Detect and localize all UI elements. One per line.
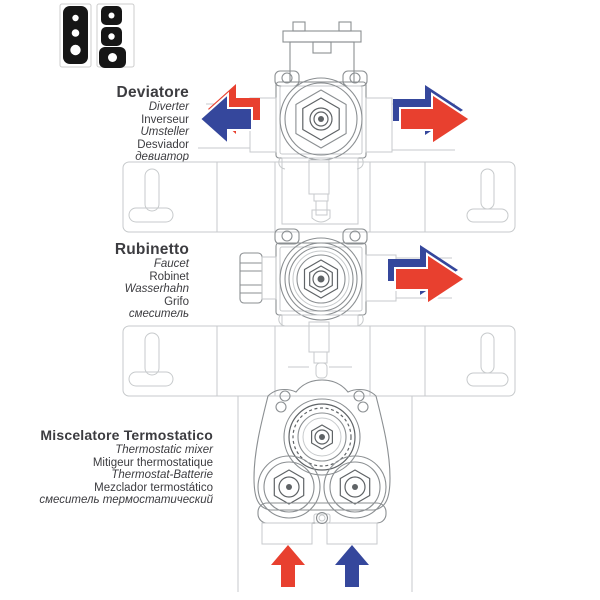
faucet-valve-drawing [239, 228, 452, 379]
trim-plate-3-dot-icon [59, 3, 92, 68]
diverter-translation: Inverseur [141, 113, 189, 126]
mixer-title: Miscelatore Termostatico [40, 427, 213, 443]
diverter-translation: Desviador [137, 138, 189, 151]
label-block-diverter: Deviatore Diverter Inverseur Umsteller D… [117, 84, 189, 164]
faucet-translation: Faucet [153, 258, 189, 270]
diverter-translation: девиатор [135, 151, 189, 164]
red-up-arrow-icon [271, 545, 305, 587]
faucet-translation: Robinet [149, 270, 189, 283]
faucet-translation: смеситель [128, 308, 189, 321]
mixer-translation: Mitigeur thermostatique [92, 456, 213, 469]
label-block-faucet: Rubinetto Faucet Robinet Wasserhahn Grif… [115, 241, 189, 321]
mixer-translation: Mezclador termostático [94, 481, 213, 494]
mixer-translation: смеситель термостатический [39, 494, 213, 507]
label-block-mixer: Miscelatore Termostatico Thermostatic mi… [39, 427, 213, 507]
diverter-translation: Diverter [148, 101, 189, 113]
dual-arrow-right-icon [388, 245, 467, 306]
wall-plate-lower [122, 325, 516, 397]
diverter-title: Deviatore [116, 84, 189, 101]
diverter-translation: Umsteller [140, 126, 189, 139]
faucet-translation: Grifo [164, 295, 189, 308]
dual-arrow-right-icon [393, 85, 472, 146]
faucet-translation: Wasserhahn [124, 283, 189, 296]
blue-up-arrow-icon [335, 545, 369, 587]
mixer-translation: Thermostat-Batterie [111, 469, 213, 482]
trim-plate-stacked-icon [96, 3, 135, 68]
dual-arrow-left-icon [198, 84, 260, 147]
faucet-title: Rubinetto [114, 241, 189, 258]
mixer-translation: Thermostatic mixer [115, 444, 213, 456]
wall-plate-upper [122, 161, 516, 233]
thermostatic-mixer-drawing [237, 379, 413, 592]
